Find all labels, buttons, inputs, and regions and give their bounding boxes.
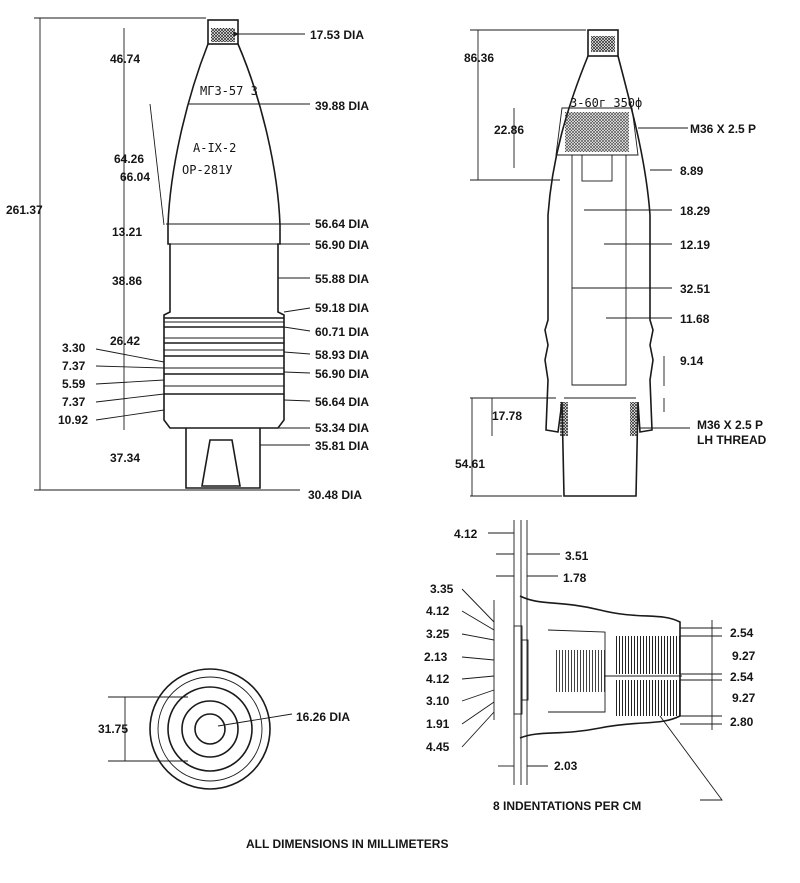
- thread-m36-a: M36 X 2.5 P: [690, 122, 756, 136]
- section-right-leaders: [572, 127, 690, 429]
- dim-4-12-top: 4.12: [454, 527, 478, 541]
- dim-2-80: 2.80: [730, 715, 754, 729]
- dim-7-37-b: 7.37: [62, 395, 86, 409]
- dia-59-18: 59.18 DIA: [315, 301, 369, 315]
- base-slot: [201, 439, 241, 487]
- dim-37-34: 37.34: [110, 451, 140, 465]
- indentations-lower: [616, 680, 680, 716]
- dia-53-34: 53.34 DIA: [315, 421, 369, 435]
- dim-46-74: 46.74: [110, 52, 140, 66]
- dim-9-14: 9.14: [680, 354, 704, 368]
- dim-32-51: 32.51: [680, 282, 710, 296]
- dia-55-88: 55.88 DIA: [315, 272, 369, 286]
- driving-band: [164, 317, 284, 395]
- dia-58-93: 58.93 DIA: [315, 348, 369, 362]
- marking-line-1: А-IX-2: [193, 141, 236, 155]
- dim-86-36: 86.36: [464, 51, 494, 65]
- nose-stamp: МГЗ-57 З: [200, 84, 258, 98]
- dia-39-88: 39.88 DIA: [315, 99, 369, 113]
- dia-56-90-b: 56.90 DIA: [315, 367, 369, 381]
- dim-3-30: 3.30: [62, 341, 86, 355]
- dia-30-48: 30.48 DIA: [308, 488, 362, 502]
- dim-3-51: 3.51: [565, 549, 589, 563]
- thread-m36-b: M36 X 2.5 P: [697, 418, 763, 432]
- dim-1-91: 1.91: [426, 717, 450, 731]
- dia-56-90-a: 56.90 DIA: [315, 238, 369, 252]
- dia-56-64-b: 56.64 DIA: [315, 395, 369, 409]
- dim-1-78: 1.78: [563, 571, 587, 585]
- dim-2-03: 2.03: [554, 759, 578, 773]
- section-view: 3-60г 350ф 86.36 22.86 17.78 54.61: [455, 29, 767, 497]
- dim-17-78: 17.78: [492, 409, 522, 423]
- dim-8-89: 8.89: [680, 164, 704, 178]
- dia-17-53: 17.53 DIA: [310, 28, 364, 42]
- dim-5-59: 5.59: [62, 377, 86, 391]
- dia-60-71: 60.71 DIA: [315, 325, 369, 339]
- overall-length-label: 261.37: [6, 203, 43, 217]
- dim-22-86: 22.86: [494, 123, 524, 137]
- fuze-knurl: [211, 28, 235, 42]
- dia-56-64-a: 56.64 DIA: [315, 217, 369, 231]
- lh-thread-note: LH THREAD: [697, 433, 767, 447]
- indentations-note: 8 INDENTATIONS PER CM: [493, 799, 641, 813]
- base-outer-circle: [149, 668, 271, 790]
- dim-64-26: 64.26: [114, 152, 144, 166]
- footer-note: ALL DIMENSIONS IN MILLIMETERS: [246, 837, 448, 851]
- exterior-view: МГЗ-57 З А-IX-2 ОР-281У 261.37 46.74 64.…: [6, 17, 369, 502]
- dim-2-54-a: 2.54: [730, 626, 754, 640]
- base-view: 31.75 16.26 DIA: [98, 668, 350, 790]
- shell-body-outline: [163, 43, 285, 429]
- band-right-dims-lines: [680, 620, 722, 730]
- dim-3-35: 3.35: [430, 582, 454, 596]
- dim-66-04: 66.04: [120, 170, 150, 184]
- band-detail: 4.12 3.51 1.78 3.35 4.12 3.25 2.13 4.12 …: [424, 520, 756, 813]
- dim-26-42: 26.42: [110, 334, 140, 348]
- dim-10-92: 10.92: [58, 413, 88, 427]
- indentations-upper: [616, 636, 680, 674]
- dim-4-12-b: 4.12: [426, 672, 450, 686]
- dim-9-27-b: 9.27: [732, 691, 756, 705]
- dim-4-12-a: 4.12: [426, 604, 450, 618]
- right-leaders: [233, 31, 311, 446]
- fuze-stamp: 3-60г 350ф: [570, 96, 642, 110]
- dim-18-29: 18.29: [680, 204, 710, 218]
- section-fuze-tip: [587, 29, 619, 57]
- dim-13-21: 13.21: [112, 225, 142, 239]
- dim-2-13: 2.13: [424, 650, 448, 664]
- dia-16-26: 16.26 DIA: [296, 710, 350, 724]
- dim-7-37-a: 7.37: [62, 359, 86, 373]
- dim-3-25: 3.25: [426, 627, 450, 641]
- dim-12-19: 12.19: [680, 238, 710, 252]
- base-plug: [185, 428, 261, 489]
- dia-35-81: 35.81 DIA: [315, 439, 369, 453]
- cavity-outline: [571, 155, 627, 386]
- band-left-dims: 3.35 4.12 3.25 2.13 4.12 3.10 1.91 4.45: [424, 582, 454, 754]
- section-outer-outline: [544, 55, 654, 497]
- dim-38-86: 38.86: [112, 274, 142, 288]
- dim-54-61: 54.61: [455, 457, 485, 471]
- dim-31-75: 31.75: [98, 722, 128, 736]
- dim-9-27-a: 9.27: [732, 649, 756, 663]
- dim-11-68: 11.68: [680, 312, 710, 326]
- base-inner-circle: [194, 713, 226, 745]
- dim-4-45: 4.45: [426, 740, 450, 754]
- dim-3-10: 3.10: [426, 694, 450, 708]
- fuze-booster: [581, 154, 613, 182]
- marking-line-2: ОР-281У: [182, 163, 233, 177]
- dim-2-54-b: 2.54: [730, 670, 754, 684]
